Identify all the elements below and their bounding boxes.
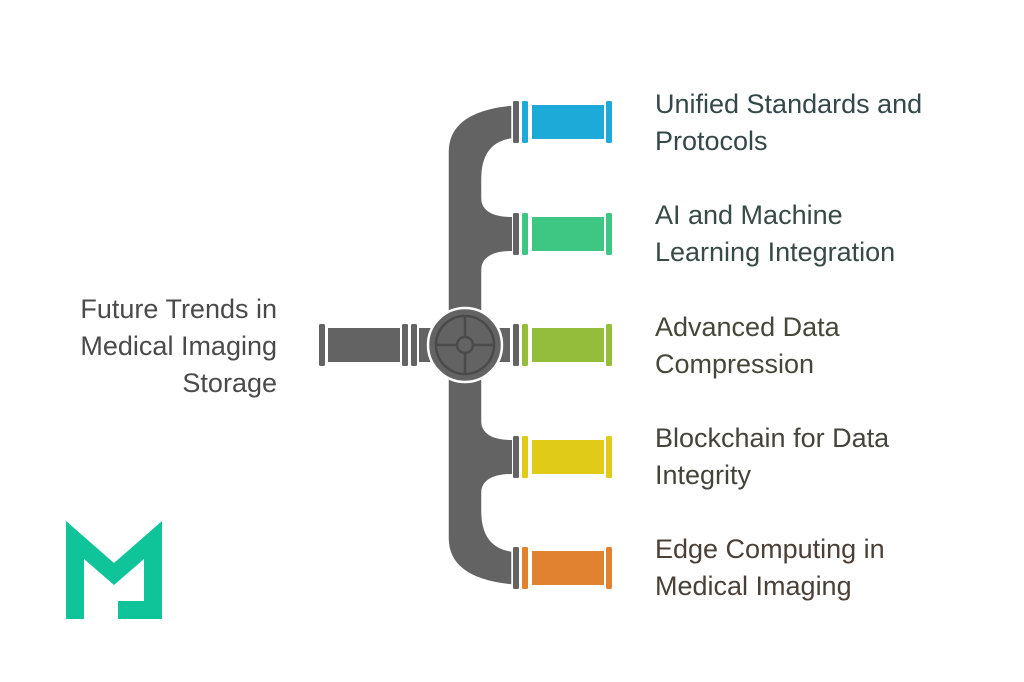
root-label-line: Storage [182, 368, 277, 398]
branch-label-line: Medical Imaging [655, 571, 852, 601]
valve-body [426, 306, 504, 384]
branch-pipes [513, 101, 612, 589]
branch-color-flange [522, 101, 528, 143]
branch-label-line: AI and Machine [655, 200, 843, 230]
branch-pipe-4 [513, 436, 612, 478]
branch-color-flange [522, 436, 528, 478]
branch-color-flange [522, 324, 528, 366]
branch-pipe-2 [513, 213, 612, 255]
branch-label-line: Blockchain for Data [655, 423, 890, 453]
branch-pipe-3 [513, 324, 612, 366]
branch-color-flange [522, 547, 528, 589]
tee-joint [481, 198, 512, 270]
branch-label-line: Learning Integration [655, 237, 896, 267]
root-label-line: Future Trends in [80, 294, 277, 324]
branch-label-line: Advanced Data [655, 312, 840, 342]
branch-pipe-body [532, 328, 604, 362]
branch-gray-flange [513, 213, 519, 255]
branch-gray-flange [513, 101, 519, 143]
branch-color-flange [522, 213, 528, 255]
branch-pipe-5 [513, 547, 612, 589]
input-flange [411, 324, 417, 366]
input-flange [319, 324, 325, 366]
branch-pipe-1 [513, 101, 612, 143]
branch-label-line: Protocols [655, 126, 768, 156]
branch-label-5: Edge Computing in Medical Imaging [655, 531, 995, 605]
branch-end-flange [606, 436, 612, 478]
branch-label-line: Unified Standards and [655, 89, 923, 119]
input-pipe-body [328, 328, 400, 362]
branch-pipe-body [532, 551, 604, 585]
branch-label-line: Edge Computing in [655, 534, 885, 564]
branch-pipe-body [532, 217, 604, 251]
branch-end-flange [606, 101, 612, 143]
root-label-line: Medical Imaging [80, 331, 277, 361]
branch-gray-flange [513, 547, 519, 589]
branch-end-flange [606, 324, 612, 366]
valve-icon [426, 306, 504, 384]
branch-label-line: Compression [655, 349, 815, 379]
input-flange [402, 324, 408, 366]
root-label: Future Trends in Medical Imaging Storage [17, 291, 277, 402]
m-logo-icon [66, 521, 162, 619]
logo-shape [66, 521, 162, 619]
branch-end-flange [606, 547, 612, 589]
branch-gray-flange [513, 436, 519, 478]
branch-gray-flange [513, 324, 519, 366]
branch-end-flange [606, 213, 612, 255]
branch-pipe-body [532, 440, 604, 474]
tee-joint [481, 421, 512, 493]
branch-label-line: Integrity [655, 460, 752, 490]
branch-pipe-body [532, 105, 604, 139]
